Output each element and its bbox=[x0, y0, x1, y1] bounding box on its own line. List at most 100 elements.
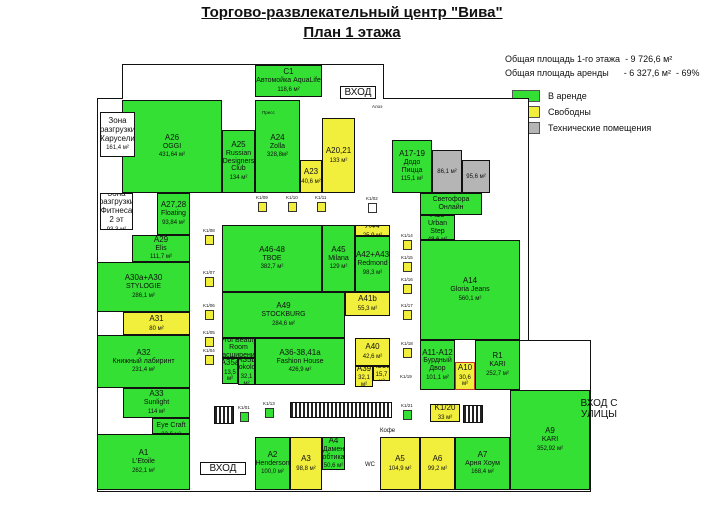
unit-tenant: Milana bbox=[328, 254, 349, 262]
unit-name: A41b bbox=[358, 294, 377, 304]
unit-tenant: OGGI bbox=[162, 142, 182, 150]
unit-tenant: Redmond bbox=[357, 260, 388, 268]
aloe-label: Алоэ bbox=[372, 104, 383, 109]
unit-area: 13,5 м² bbox=[224, 369, 236, 383]
unit-name: R1 bbox=[492, 351, 503, 361]
unit-area: 118,6 м² bbox=[277, 86, 300, 93]
unit-name: A5 bbox=[395, 453, 405, 463]
unit-area: 72,9 м² bbox=[441, 214, 460, 215]
kiosk-label: K1/17 bbox=[401, 303, 413, 308]
kiosk-label: K1/08 bbox=[203, 228, 215, 233]
unit-tenant: STOCKBURG bbox=[261, 311, 306, 319]
unit-name: A2 bbox=[267, 449, 278, 459]
unit-area: 431,64 м² bbox=[158, 152, 186, 159]
unit-area: 55,3 м² bbox=[357, 306, 378, 313]
kiosk-label: K1/06 bbox=[203, 303, 215, 308]
unit-name: A35b bbox=[238, 358, 255, 364]
kiosk-k1-16 bbox=[403, 284, 412, 294]
total-rent-area: Общая площадь аренды - 6 327,6 м² - 69% bbox=[505, 68, 700, 78]
unit-area: 32,1 м² bbox=[358, 375, 370, 387]
unit-area: 33 м² bbox=[437, 415, 453, 422]
unit-name: A31 bbox=[149, 313, 164, 323]
kiosk-label: K1/09 bbox=[256, 195, 268, 200]
unit-area: 99,2 м² bbox=[427, 465, 448, 472]
kiosk-label: K1/02 bbox=[366, 196, 378, 201]
unit-a41b: A41b 55,3 м² bbox=[345, 292, 390, 316]
cafe-label: Кофе bbox=[380, 428, 396, 434]
unit-a35a: A35a13,5 м² bbox=[222, 358, 238, 384]
unit-tenant: Urban Step bbox=[427, 219, 448, 235]
unit-a34: A34Prof Beauty Room (расширение)45,6 м² bbox=[222, 338, 255, 358]
unit-name: A4 bbox=[328, 437, 339, 446]
kiosk-label: K1/01 bbox=[238, 405, 250, 410]
unit-area: 95,6 м² bbox=[466, 174, 486, 181]
entrance-top: ВХОД bbox=[340, 86, 376, 99]
kiosk-label: K1/07 bbox=[203, 270, 215, 275]
unit-technical: 86,1 м² bbox=[432, 150, 462, 193]
unit-area: 114 м² bbox=[147, 408, 166, 415]
unit-area: 426,9 м² bbox=[288, 367, 312, 374]
unit-area: 48,6 м² bbox=[428, 237, 447, 239]
unit-tenant: Бурдный Двор bbox=[423, 357, 452, 373]
unit-area: 104,9 м² bbox=[388, 465, 412, 472]
unit-tenant: Арня Хоум bbox=[465, 459, 500, 467]
unit-area: 98,3 м² bbox=[362, 269, 383, 276]
unit-name: A30a+A30 bbox=[124, 273, 163, 283]
unit-tenant: L'Etoile bbox=[132, 458, 155, 466]
kiosk-k1-17 bbox=[403, 310, 412, 320]
unit-area: 115,1 м² bbox=[400, 176, 424, 183]
kiosk-label: K1/11 bbox=[315, 195, 327, 200]
legend-label: В аренде bbox=[548, 91, 587, 101]
unit-name: A11-A12 bbox=[422, 347, 453, 357]
unit-name: A39 bbox=[356, 366, 372, 373]
kiosk-k1-21 bbox=[403, 410, 412, 420]
kiosk-k1-08 bbox=[205, 235, 214, 245]
unit-name: A40 bbox=[365, 342, 380, 352]
unit-name: A32 bbox=[136, 347, 151, 357]
unit-a5: A5 104,9 м² bbox=[380, 437, 420, 490]
kiosk-label: K1/15 bbox=[401, 255, 413, 260]
unit-tenant: Zolla bbox=[269, 142, 286, 150]
kiosk-k1-06 bbox=[205, 310, 214, 320]
unit-area: 50,6 м² bbox=[323, 463, 344, 470]
unit-tenant: STYLOGIE bbox=[125, 283, 161, 291]
unit-area: 98,8 м² bbox=[296, 465, 316, 472]
unit-area: 40,6 м² bbox=[301, 178, 321, 185]
unit-area: 284,6 м² bbox=[272, 320, 295, 327]
unit-area: 32,6 м² bbox=[161, 432, 180, 433]
kiosk-k1-11 bbox=[317, 202, 326, 212]
unit-tenant: Gloria Jeans bbox=[450, 286, 490, 294]
unit-name: A17-19 bbox=[399, 149, 425, 159]
unit-name: A33 bbox=[149, 389, 164, 399]
unit-name: A9 bbox=[545, 426, 555, 436]
unit-name: A39a bbox=[374, 367, 389, 370]
unit-name: A49 bbox=[276, 301, 291, 311]
unit-name: A27,28 bbox=[160, 200, 187, 210]
unit-a16: A16Светофора Онлайн72,9 м² bbox=[420, 193, 482, 215]
unit-name: A7 bbox=[477, 449, 488, 459]
unit-name: A33a bbox=[162, 419, 181, 422]
unit-area: 352,92 м² bbox=[536, 445, 564, 452]
unit-name: A23 bbox=[303, 166, 319, 176]
entrance-bottom: ВХОД bbox=[200, 462, 246, 475]
unit-name: A29 bbox=[153, 235, 169, 244]
kiosk-k1-19-label: K1/19 bbox=[400, 374, 412, 379]
unit-area: 231,4 м² bbox=[132, 367, 155, 374]
